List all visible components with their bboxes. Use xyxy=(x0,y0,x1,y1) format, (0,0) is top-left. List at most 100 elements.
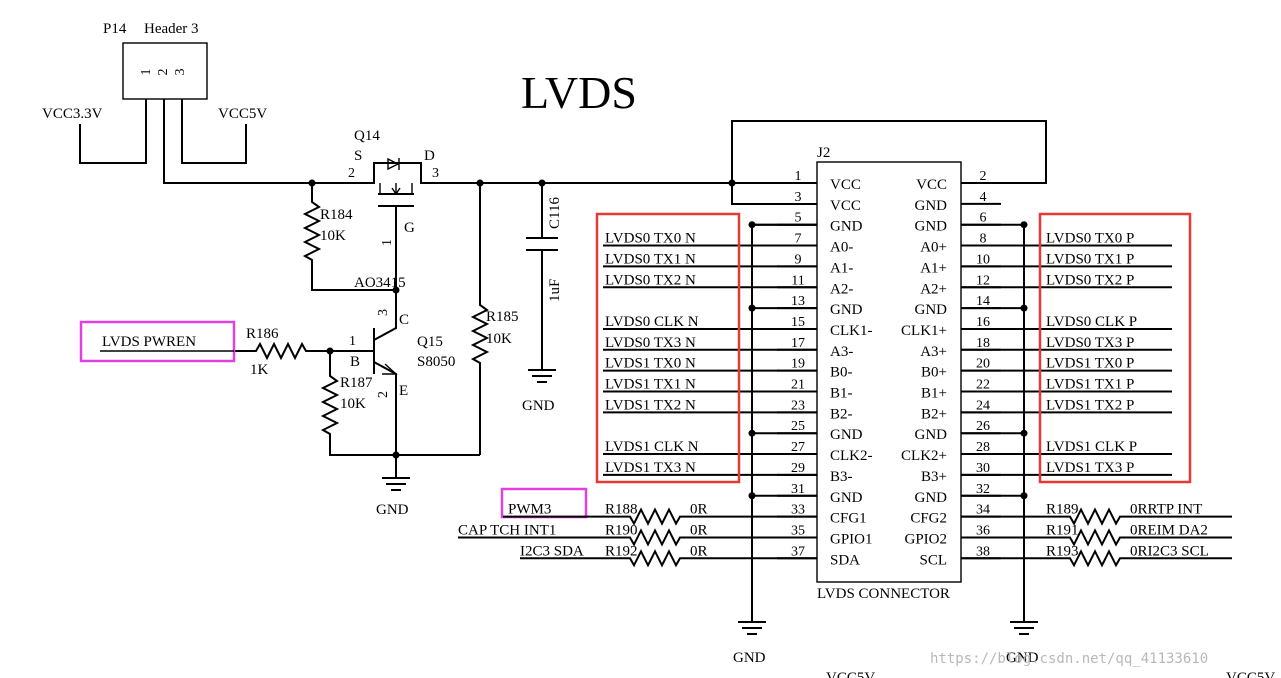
r187-ref: R187 xyxy=(340,375,373,391)
net-label-right: LVDS1 CLK P xyxy=(1046,439,1137,455)
pin-name-left: CLK1- xyxy=(830,323,873,339)
net-label-left: LVDS0 TX0 N xyxy=(605,231,696,247)
c116-ref: C116 xyxy=(547,197,563,229)
pin-name-left: A3- xyxy=(830,344,853,360)
q15-b-label: B xyxy=(350,354,360,370)
q14-pin-s: 2 xyxy=(348,166,355,181)
right-lvds-highlight-box xyxy=(1038,212,1192,484)
q14-ref: Q14 xyxy=(354,128,380,144)
left-res-ref: R188 xyxy=(605,502,638,518)
pin-number-left: 35 xyxy=(791,523,805,538)
pin-name-right: GND xyxy=(915,219,948,235)
net-label-left: LVDS1 TX2 N xyxy=(605,397,696,413)
pin-number-left: 9 xyxy=(795,252,802,267)
net-label-right: LVDS0 TX0 P xyxy=(1046,231,1134,247)
r185-resistor xyxy=(470,183,490,455)
net-label-left: LVDS1 TX1 N xyxy=(605,377,696,393)
pin-name-right: B0+ xyxy=(921,365,947,381)
pin-name-left: A1- xyxy=(830,260,853,276)
pin-number-right: 32 xyxy=(976,482,990,497)
resistor-zigzag xyxy=(961,528,1232,547)
right-res-value-net: 0RI2C3 SCL xyxy=(1130,543,1209,559)
left-res-value: 0R xyxy=(690,522,708,538)
vcc5-label-top: VCC5V xyxy=(218,106,267,122)
schematic-title: LVDS xyxy=(521,67,637,118)
pin-name-right: GND xyxy=(915,490,948,506)
r186-ref: R186 xyxy=(246,326,279,342)
junction-dot xyxy=(476,179,484,187)
q15-pin-c: 3 xyxy=(376,309,391,316)
vcc33-label: VCC3.3V xyxy=(42,106,103,122)
left-res-ref: R190 xyxy=(605,522,638,538)
header-pin1-wire xyxy=(79,99,147,164)
pin-number-right: 26 xyxy=(976,419,990,434)
pin-number-left: 27 xyxy=(791,440,805,455)
net-label-left: LVDS1 TX0 N xyxy=(605,356,696,372)
pin-name-left: B3- xyxy=(830,469,853,485)
r186-value: 1K xyxy=(250,362,269,378)
header-pin2-wire xyxy=(163,99,312,184)
pin-number-right: 18 xyxy=(976,336,990,351)
q14-pin-g: 1 xyxy=(380,239,395,246)
pin-number-left: 11 xyxy=(791,273,804,288)
pin-name-right: GPIO2 xyxy=(904,531,947,547)
net-label-right: LVDS1 TX2 P xyxy=(1046,397,1134,413)
resistor-zigzag xyxy=(503,507,817,526)
r184-ref: R184 xyxy=(320,207,353,223)
pin-name-left: GND xyxy=(830,427,863,443)
gnd-label-c116: GND xyxy=(522,398,555,414)
r184-value: 10K xyxy=(320,228,346,244)
junction-dot xyxy=(392,451,400,459)
q15-pin-e: 2 xyxy=(376,391,391,398)
q14-mosfet-symbol xyxy=(312,157,542,290)
gnd-symbol-c116 xyxy=(528,369,556,383)
r185-value: 10K xyxy=(486,331,512,347)
net-label-right: LVDS1 TX1 P xyxy=(1046,377,1134,393)
resistor-zigzag xyxy=(961,507,1232,526)
header-pin-2: 2 xyxy=(156,69,171,76)
pin-name-left: B2- xyxy=(830,406,853,422)
csdn-watermark: https://blog.csdn.net/qq_41133610 xyxy=(930,651,1208,667)
gnd-symbol-q15 xyxy=(382,455,410,491)
header-ref: P14 xyxy=(103,21,127,37)
pin-number-left: 19 xyxy=(791,357,805,372)
left-res-value: 0R xyxy=(690,502,708,518)
pin-number-right: 14 xyxy=(976,294,990,309)
pin-number-left: 21 xyxy=(791,378,805,393)
junction-dot xyxy=(308,179,316,187)
pin-name-left: A2- xyxy=(830,281,853,297)
vcc5-label-bottom-right: VCC5V xyxy=(1226,670,1275,678)
right-res-ref: R191 xyxy=(1046,522,1079,538)
junction-dot xyxy=(1020,221,1028,229)
pin-number-left: 25 xyxy=(791,419,805,434)
gnd-symbol-left xyxy=(738,621,766,635)
header-pin-1: 1 xyxy=(139,69,154,76)
pin-name-right: GND xyxy=(915,302,948,318)
pin-name-left: A0- xyxy=(830,240,853,256)
pin-name-left: VCC xyxy=(830,177,861,193)
pin-name-left: CLK2- xyxy=(830,448,873,464)
pin-number-right: 10 xyxy=(976,252,990,267)
net-label-right: LVDS1 TX0 P xyxy=(1046,356,1134,372)
pin-number-left: 7 xyxy=(795,232,802,247)
pin-name-right: B3+ xyxy=(921,469,947,485)
left-res-ref: R192 xyxy=(605,543,638,559)
q14-part: AO3415 xyxy=(354,275,406,291)
pin-name-left: CFG1 xyxy=(830,511,867,527)
